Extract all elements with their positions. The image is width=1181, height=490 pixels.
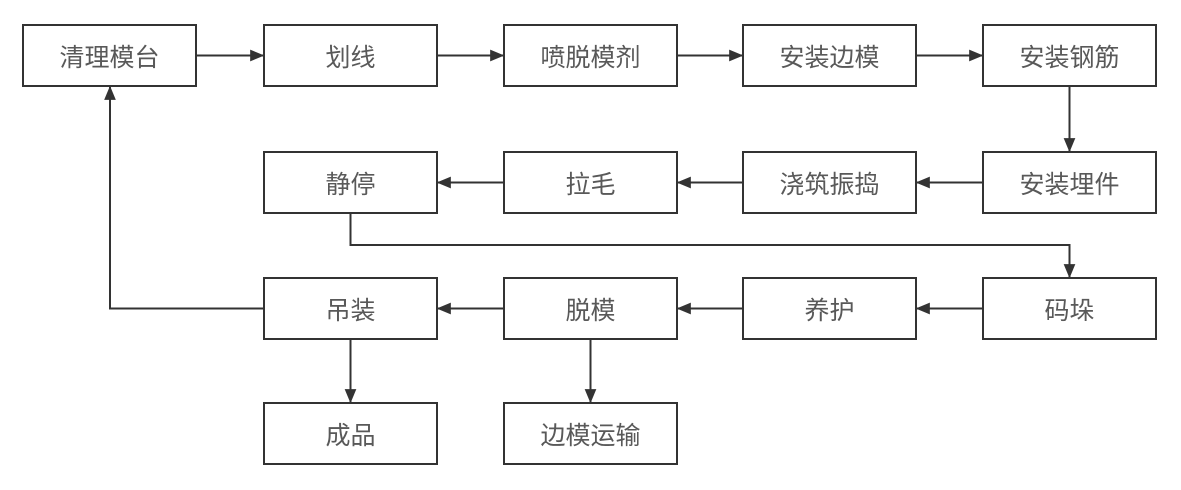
- flow-node-install-rebar: 安装钢筋: [982, 24, 1157, 87]
- flow-node-finished-product: 成品: [263, 402, 438, 465]
- flow-node-curing: 养护: [742, 277, 917, 340]
- flow-edge-static-rest-to-stacking: [349, 214, 1076, 279]
- flow-node-demolding: 脱模: [503, 277, 678, 340]
- flow-node-spray-release-agent: 喷脱模剂: [503, 24, 678, 87]
- flow-node-pour-and-vibrate: 浇筑振捣: [742, 151, 917, 214]
- flow-node-clean-mold-table: 清理模台: [22, 24, 197, 87]
- flow-node-roughen-surface: 拉毛: [503, 151, 678, 214]
- flow-node-install-side-forms: 安装边模: [742, 24, 917, 87]
- flow-node-install-embeds: 安装埋件: [982, 151, 1157, 214]
- flow-edge-hoisting-to-clean-mold-table: [104, 85, 263, 310]
- flow-node-scribe-lines: 划线: [263, 24, 438, 87]
- flow-node-static-rest: 静停: [263, 151, 438, 214]
- flow-node-stacking: 码垛: [982, 277, 1157, 340]
- flow-node-side-form-transport: 边模运输: [503, 402, 678, 465]
- flow-node-hoisting: 吊装: [263, 277, 438, 340]
